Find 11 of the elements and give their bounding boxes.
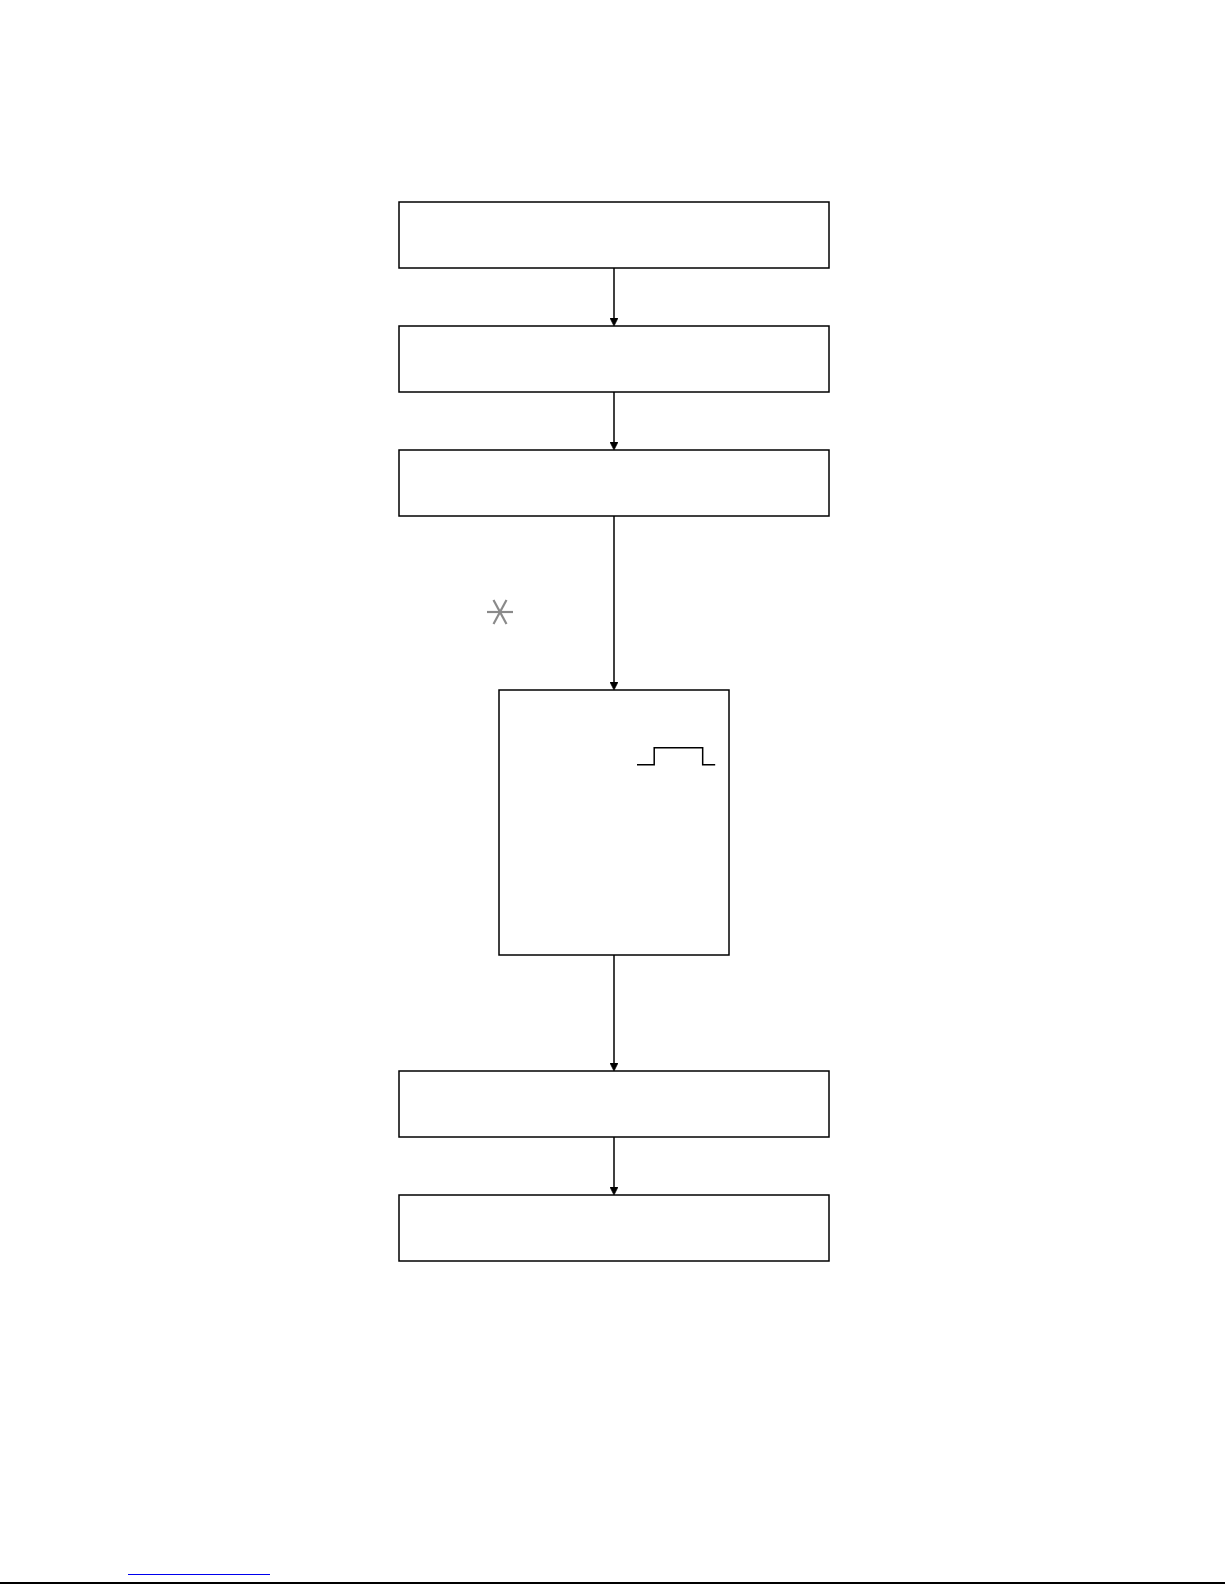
node-box	[398, 1194, 830, 1262]
arrow	[609, 1136, 619, 1196]
node-box	[498, 689, 730, 956]
node-box	[398, 201, 830, 269]
arrow	[609, 515, 619, 691]
arrow	[609, 954, 619, 1072]
arrow	[609, 391, 619, 451]
node-box	[398, 449, 830, 517]
node-box	[398, 325, 830, 393]
arrow	[609, 267, 619, 327]
node-box	[398, 1070, 830, 1138]
